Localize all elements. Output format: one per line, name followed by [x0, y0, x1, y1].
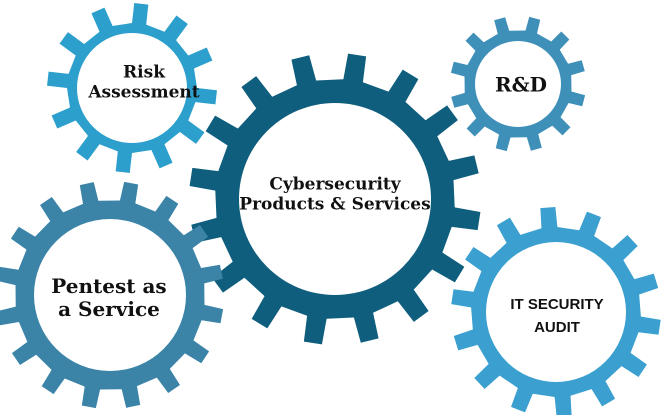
gear-itaudit [451, 207, 661, 415]
itaudit-label-line1: IT SECURITY [510, 295, 604, 313]
risk-assessment-label: Risk Assessment [79, 63, 209, 102]
gear-pentest [0, 181, 224, 409]
gear-center-center [239, 103, 431, 295]
risk-label-line2: Assessment [88, 82, 200, 102]
rnd-label-text: R&D [494, 72, 548, 97]
gear-rnd-center [475, 41, 561, 127]
gear-risk [47, 3, 217, 173]
gear-rnd [450, 16, 586, 152]
cybersecurity-label: Cybersecurity Products & Services [235, 175, 435, 214]
gear-itaudit-center [486, 242, 626, 382]
rnd-label: R&D [476, 72, 566, 97]
itaudit-label-line2: AUDIT [534, 319, 580, 336]
gear-center [189, 53, 481, 345]
it-security-audit-label: IT SECURITY AUDIT [487, 293, 627, 340]
cyber-label-line2: Products & Services [239, 194, 431, 214]
risk-label-line1: Risk [123, 62, 165, 83]
pentest-label-line2: a Service [58, 297, 160, 321]
pentest-label: Pentest as a Service [39, 275, 179, 321]
cyber-label-line1: Cybersecurity [269, 174, 401, 195]
pentest-label-line1: Pentest as [51, 274, 167, 298]
gear-risk-center [77, 33, 187, 143]
gear-pentest-center [34, 219, 186, 371]
